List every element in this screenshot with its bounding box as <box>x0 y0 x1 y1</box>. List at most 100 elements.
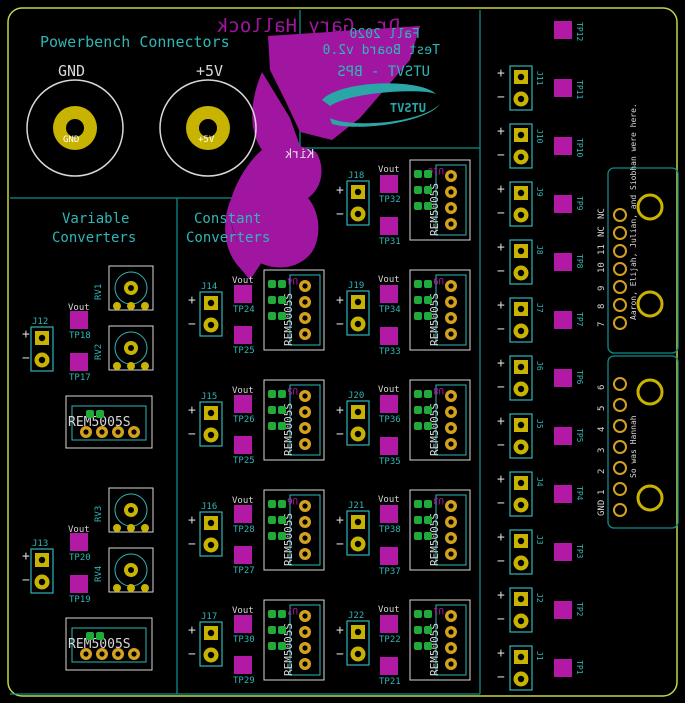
const-left-2-reg-hole1 <box>302 393 308 399</box>
var-block-2-tp-bot[interactable]: TP19 <box>69 575 91 605</box>
const-left-1-tp-bot[interactable]: TP25 <box>233 326 255 356</box>
channel-j3-conn-ref: J3 <box>535 535 544 545</box>
channel-j7-tp[interactable]: TP7 <box>554 311 584 329</box>
const-left-4-conn[interactable]: J17 <box>199 612 223 667</box>
const-right-4-tp-bot[interactable]: TP37 <box>379 547 401 577</box>
const-right-3-reg-uref: U8 <box>433 385 444 395</box>
const-right-3-conn[interactable]: J20 <box>346 391 370 446</box>
const-right-2-conn[interactable]: J19 <box>346 281 370 336</box>
const-right-4-conn[interactable]: J21 <box>346 501 370 556</box>
channel-j4-conn-outline <box>509 471 533 517</box>
pin-top-label-4: 11 <box>597 244 607 255</box>
channel-j2-tp[interactable]: TP2 <box>554 601 584 619</box>
channel-j6-tp[interactable]: TP6 <box>554 369 584 387</box>
const-left-3-tp-bot[interactable]: TP27 <box>233 546 255 576</box>
channel-j2-conn[interactable]: J2 <box>509 587 544 633</box>
note-bottom: So was Hannah <box>629 415 638 478</box>
const-left-4-tp-top[interactable]: TP30 <box>233 615 255 645</box>
const-right-5-reg-hole3 <box>448 645 454 651</box>
var-block-2-rv-b[interactable]: RV4 <box>94 547 154 593</box>
channel-j11-conn[interactable]: J11 <box>509 65 544 111</box>
const-right-5-reg-cap1-b <box>424 610 432 618</box>
pin-bot-label-5: 5 <box>597 406 607 411</box>
channel-j1-conn[interactable]: J1 <box>509 645 544 691</box>
const-left-1-reg-uref: U4 <box>287 275 298 285</box>
channel-j8-tp[interactable]: TP8 <box>554 253 584 271</box>
channel-j7-conn[interactable]: J7 <box>509 297 544 343</box>
channel-j5-conn[interactable]: J5 <box>509 413 544 459</box>
const-left-4-tp-bot[interactable]: TP29 <box>233 656 255 686</box>
const-right-2-tp-bot[interactable]: TP33 <box>379 327 401 357</box>
const-right-3-reg-cap2 <box>414 406 432 414</box>
var-block-1-rv-b[interactable]: RV2 <box>94 325 154 371</box>
channel-j3-tp[interactable]: TP3 <box>554 543 584 561</box>
const-right-1-minus: − <box>336 207 344 222</box>
channel-j1-tp[interactable]: TP1 <box>554 659 584 677</box>
var-block-2-rv-a-ref: RV3 <box>94 506 104 522</box>
const-right-5-tp-top[interactable]: TP22 <box>379 615 401 645</box>
var-block-2-plus: + <box>22 549 30 564</box>
var-block-2-conn[interactable]: J13 <box>30 539 54 594</box>
const-right-2-reg-cap3-a <box>414 312 422 320</box>
channel-j9-conn[interactable]: J9 <box>509 181 544 227</box>
channel-j10-tp[interactable]: TP10 <box>554 137 584 157</box>
var-block-1-tp-top[interactable]: TP18 <box>69 311 91 341</box>
var-block-1-conn[interactable]: J12 <box>30 317 54 372</box>
const-right-5-tp-bot[interactable]: TP21 <box>379 657 401 687</box>
const-right-4-reg-body <box>409 489 471 571</box>
channel-j8-conn[interactable]: J8 <box>509 239 544 285</box>
const-left-1-conn-hole2 <box>207 321 215 329</box>
var-block-2-rv-a[interactable]: RV3 <box>94 487 154 533</box>
pin-top-0 <box>613 316 627 330</box>
pin-top-label-0: 7 <box>597 322 607 327</box>
channel-top-tp[interactable]: TP12 <box>554 21 584 41</box>
channel-j6-conn[interactable]: J6 <box>509 355 544 401</box>
const-left-1-vout: Vout <box>232 276 254 286</box>
const-right-1-reg-cap3-b <box>424 202 432 210</box>
const-right-4-reg-hole1 <box>448 503 454 509</box>
channel-j8-conn-ref: J8 <box>535 245 544 255</box>
channel-j10-conn[interactable]: J10 <box>509 123 544 169</box>
var-block-2-tp-top[interactable]: TP20 <box>69 533 91 563</box>
const-right-5-conn[interactable]: J22 <box>346 611 370 666</box>
plus5-terminal[interactable]: +5V <box>159 79 257 177</box>
const-left-1-tp-top[interactable]: TP24 <box>233 285 255 315</box>
const-right-1-conn[interactable]: J18 <box>346 171 370 226</box>
const-right-1-tp-top[interactable]: TP32 <box>379 175 401 205</box>
channel-j6-conn-ref: J6 <box>535 361 544 371</box>
const-left-4-reg-cap3 <box>268 642 286 650</box>
const-right-3-tp-top[interactable]: TP36 <box>379 395 401 425</box>
const-left-3-tp-top[interactable]: TP28 <box>233 505 255 535</box>
pin-bot-6 <box>613 377 627 391</box>
channel-j4-tp[interactable]: TP4 <box>554 485 584 503</box>
const-left-2-tp-top[interactable]: TP26 <box>233 395 255 425</box>
const-left-2-tp-bot[interactable]: TP25 <box>233 436 255 466</box>
channel-j9-tp[interactable]: TP9 <box>554 195 584 213</box>
powerbench-title: Powerbench Connectors <box>40 33 230 51</box>
channel-j7-conn-ref: J7 <box>535 303 544 313</box>
const-right-3-tp-bot[interactable]: TP35 <box>379 437 401 467</box>
const-right-4-tp-top[interactable]: TP38 <box>379 505 401 535</box>
gnd-terminal[interactable]: GND <box>26 79 124 177</box>
const-right-5-reg-uref: U1 <box>433 605 444 615</box>
const-left-1-conn[interactable]: J14 <box>199 282 223 337</box>
const-left-3-conn-hole2 <box>207 541 215 549</box>
var-block-1-tp-bot[interactable]: TP17 <box>69 353 91 383</box>
const-right-5-reg-cap3-b <box>424 642 432 650</box>
channel-j3-conn[interactable]: J3 <box>509 529 544 575</box>
var-block-1-conn-outline <box>30 326 54 372</box>
channel-j11-tp[interactable]: TP11 <box>554 79 584 99</box>
const-right-1-tp-bot[interactable]: TP31 <box>379 217 401 247</box>
const-left-4-tp-top-pad <box>234 615 252 633</box>
const-right-5-conn-hole2 <box>354 650 362 658</box>
const-left-3-reg-cap2 <box>268 516 286 524</box>
var-block-1-rv-a[interactable]: RV1 <box>94 265 154 311</box>
const-right-3-tp-top-pad <box>380 395 398 413</box>
channel-j5-tp[interactable]: TP5 <box>554 427 584 445</box>
channel-j4-conn[interactable]: J4 <box>509 471 544 517</box>
const-left-2-conn[interactable]: J15 <box>199 392 223 447</box>
const-right-2-tp-top[interactable]: TP34 <box>379 285 401 315</box>
const-left-2-reg-cap3 <box>268 422 286 430</box>
const-left-3-conn[interactable]: J16 <box>199 502 223 557</box>
